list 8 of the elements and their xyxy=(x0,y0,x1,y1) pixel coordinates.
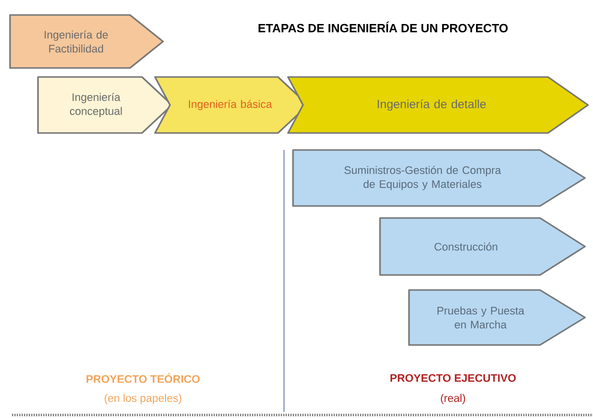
title: ETAPAS DE INGENIERÍA DE UN PROYECTO xyxy=(258,22,508,32)
section-label: PROYECTO EJECUTIVO xyxy=(390,374,516,382)
section-label: PROYECTO TEÓRICO xyxy=(86,373,200,383)
chevron-box: Ingeniería básica xyxy=(154,76,309,134)
section-label: (real) xyxy=(440,394,466,404)
chevron-box: Suministros-Gestión de Compra de Equipos y Materiales xyxy=(292,149,586,207)
chevron-box: Ingeniería de detalle xyxy=(287,76,589,134)
section-label: (en los papeles) xyxy=(104,394,182,404)
